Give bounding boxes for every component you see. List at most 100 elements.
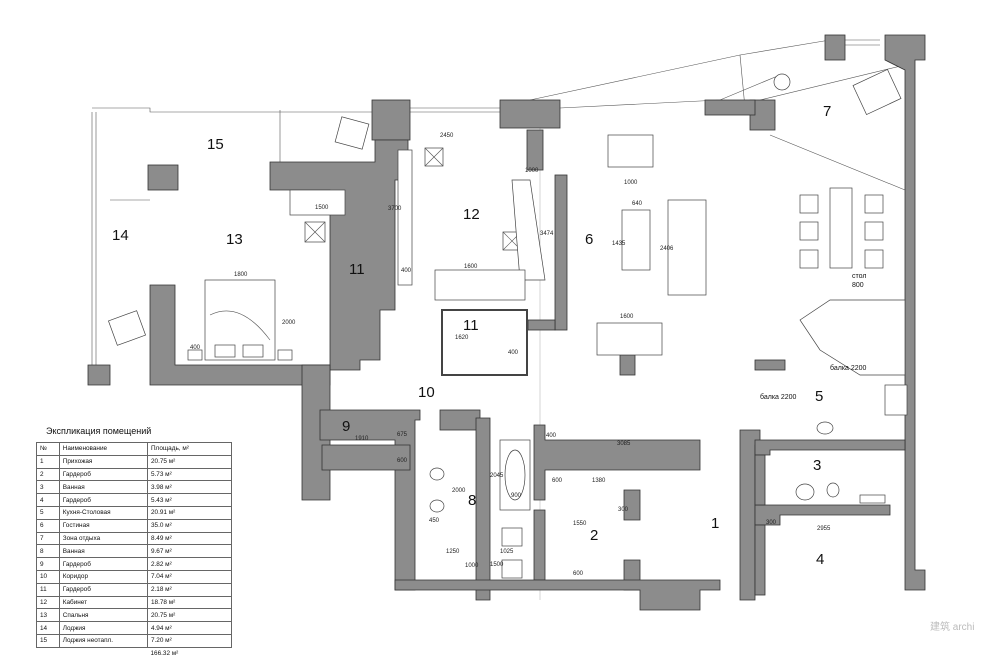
row-area: 4.94 м² [146, 621, 233, 635]
beam-note-1: балка 2200 [760, 393, 797, 401]
row-number: 5 [36, 505, 60, 520]
dim-label: 300 [618, 507, 629, 513]
room-2-label: 2 [590, 527, 598, 544]
header-area: Площадь, м² [146, 442, 233, 456]
table-note: стол [852, 273, 866, 280]
dim-label: 1600 [620, 314, 634, 320]
row-number: 4 [36, 493, 60, 507]
header-name: Наименование [58, 442, 148, 456]
row-name: Лоджия [58, 621, 148, 635]
row-area: 7.20 м² [146, 633, 233, 648]
dim-label: 640 [632, 201, 643, 207]
row-area: 9.67 м² [146, 544, 233, 559]
row-number: 12 [36, 595, 60, 610]
row-name: Лоджия неотапл. [58, 633, 148, 648]
row-area: 20.91 м² [146, 505, 233, 520]
dim-label: 1500 [490, 562, 504, 568]
room-8-label: 8 [468, 492, 476, 509]
room-schedule: Экспликация помещений № Наименование Пло… [36, 426, 236, 660]
room-15-label: 15 [207, 136, 224, 153]
total-row: 166.32 м² [37, 647, 232, 659]
dim-label: 1910 [355, 436, 369, 442]
room-4-label: 4 [816, 551, 824, 568]
row-name: Кабинет [58, 595, 148, 610]
row-name: Зона отдыха [58, 531, 148, 546]
room-7-label: 7 [823, 103, 831, 120]
walls [87, 34, 926, 611]
dim-label: 2000 [452, 488, 466, 494]
row-area: 8.49 м² [146, 531, 233, 546]
dim-label: 1620 [455, 335, 469, 341]
total-spacer [59, 647, 147, 659]
room-labels: 1 2 3 4 5 6 7 8 9 10 11 11 12 13 14 15 [112, 103, 831, 568]
watermark: 建筑 archi [930, 622, 975, 633]
row-name: Гардероб [58, 467, 148, 482]
dim-label: 1025 [500, 549, 514, 555]
row-name: Спальня [58, 608, 148, 623]
dim-label: 900 [511, 493, 522, 499]
dim-label: 600 [552, 478, 563, 484]
dim-label: 300 [766, 520, 777, 526]
dim-label: 3474 [540, 231, 554, 237]
row-area: 20.75 м² [146, 454, 233, 469]
furniture [108, 69, 908, 579]
room-14-label: 14 [112, 227, 129, 244]
dim-label: 1435 [612, 241, 626, 247]
dim-label: 2955 [817, 526, 831, 532]
room-10-label: 10 [418, 384, 435, 401]
row-number: 8 [36, 544, 60, 559]
dim-label: 400 [190, 345, 201, 351]
total-spacer [37, 647, 60, 659]
dim-label: 400 [546, 433, 557, 439]
room-schedule-title: Экспликация помещений [46, 426, 152, 436]
row-number: 10 [36, 569, 60, 584]
table-header-row: № Наименование Площадь, м² [36, 442, 233, 456]
row-number: 1 [36, 454, 60, 469]
dim-label: 1600 [464, 264, 478, 270]
dim-label: 400 [401, 268, 412, 274]
dim-label: 600 [573, 571, 584, 577]
room-12-label: 12 [463, 206, 480, 223]
dim-label: 600 [397, 458, 408, 464]
room-6-label: 6 [585, 231, 593, 248]
row-number: 14 [36, 621, 60, 635]
row-number: 15 [36, 633, 60, 648]
row-name: Ванная [58, 544, 148, 559]
dimension-labels: 2450 1500 3700 400 1000 3474 640 1435 10… [190, 133, 831, 577]
room-11-label: 11 [349, 261, 365, 278]
row-area: 20.75 м² [146, 608, 233, 623]
row-number: 3 [36, 480, 60, 495]
row-name: Гостиная [58, 518, 148, 533]
dim-label: 1000 [624, 180, 638, 186]
row-name: Гардероб [58, 493, 148, 507]
row-number: 2 [36, 467, 60, 482]
row-name: Кухня-Столовая [58, 505, 148, 520]
room-1-label: 1 [711, 515, 719, 532]
row-number: 9 [36, 557, 60, 571]
header-number: № [36, 442, 60, 456]
row-area: 2.18 м² [146, 582, 233, 597]
row-number: 11 [36, 582, 60, 597]
dim-label: 2045 [490, 473, 504, 479]
dim-label: 1000 [525, 168, 539, 174]
row-name: Гардероб [58, 582, 148, 597]
row-number: 7 [36, 531, 60, 546]
room-9-label: 9 [342, 418, 350, 435]
dim-label: 2000 [282, 320, 296, 326]
row-name: Прихожая [58, 454, 148, 469]
dim-label: 400 [508, 350, 519, 356]
